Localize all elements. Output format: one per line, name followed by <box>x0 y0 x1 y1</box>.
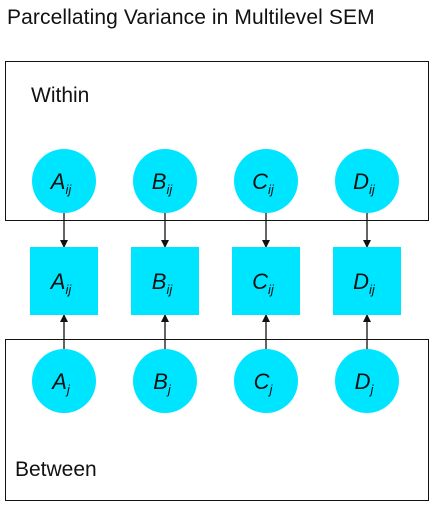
observed-d-label: Dij <box>353 269 376 297</box>
observed-d-square <box>333 247 401 315</box>
within-level-box: Within <box>5 61 429 221</box>
observed-a: Aij <box>30 247 98 315</box>
observed-b: Bij <box>131 247 199 315</box>
diagram-title: Parcellating Variance in Multilevel SEM <box>7 6 375 29</box>
between-level-box: Between <box>5 339 429 501</box>
between-level-label: Between <box>15 458 97 481</box>
observed-b-square <box>131 247 199 315</box>
observed-b-label: Bij <box>152 269 174 297</box>
observed-c: Cij <box>232 247 300 315</box>
observed-a-label: Aij <box>49 269 73 297</box>
observed-c-label: Cij <box>252 269 275 297</box>
observed-a-square <box>30 247 98 315</box>
observed-d: Dij <box>333 247 401 315</box>
within-level-label: Within <box>31 84 90 107</box>
observed-c-square <box>232 247 300 315</box>
